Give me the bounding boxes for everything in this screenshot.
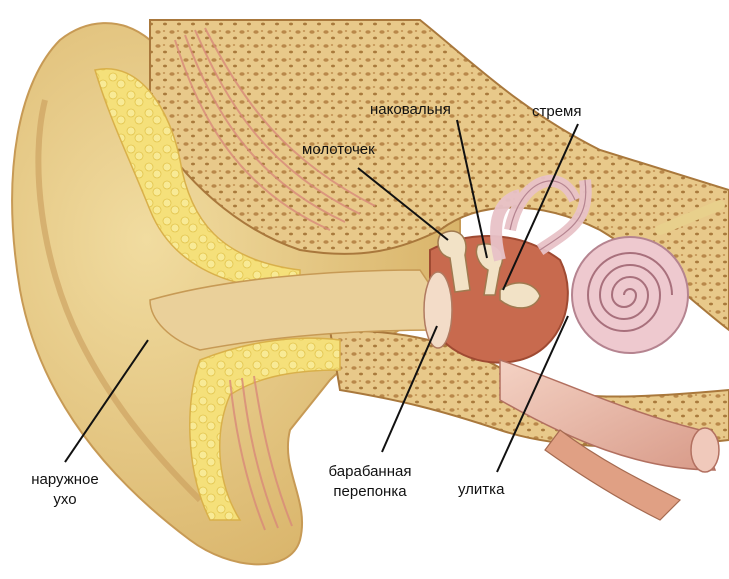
label-eardrum-line2: перепонка	[300, 482, 440, 502]
label-outer-ear-line1: наружное	[10, 470, 120, 490]
tube-end	[691, 428, 719, 472]
label-stirrup: стремя	[532, 102, 582, 122]
label-eardrum-line1: барабанная	[300, 462, 440, 482]
stirrup-bone	[500, 283, 540, 308]
label-outer-ear-line2: ухо	[10, 490, 120, 510]
label-cochlea: улитка	[458, 480, 504, 500]
eardrum-membrane	[424, 272, 452, 348]
label-anvil: наковальня	[370, 100, 451, 120]
cochlea-spiral	[572, 237, 688, 353]
label-eardrum: барабанная перепонка	[300, 462, 440, 502]
label-outer-ear: наружное ухо	[10, 470, 120, 510]
label-hammer: молоточек	[302, 140, 375, 160]
